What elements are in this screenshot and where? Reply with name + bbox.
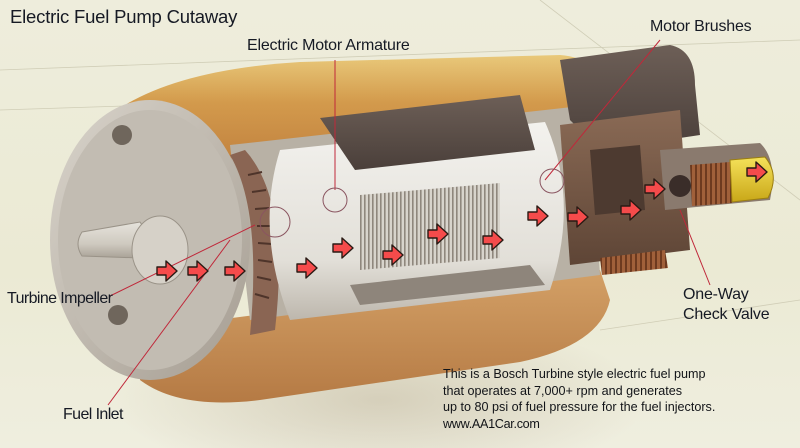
- flow-arrow-icon: [187, 260, 209, 282]
- bottom-coil: [600, 250, 668, 275]
- check-valve-ball: [669, 175, 691, 197]
- mount-hole-bottom: [108, 305, 128, 325]
- flow-arrow-icon: [644, 178, 666, 200]
- label-motor-brushes: Motor Brushes: [650, 18, 752, 35]
- stator-magnet-top: [320, 95, 535, 170]
- leader-lines: [107, 39, 711, 406]
- flow-arrow-icon: [527, 205, 549, 227]
- flow-arrow-icon: [224, 260, 246, 282]
- stator-magnet-bottom: [350, 265, 545, 305]
- caption-line-2: that operates at 7,000+ rpm and generate…: [443, 383, 683, 398]
- label-valve-line2: Check Valve: [683, 306, 770, 323]
- turbine-impeller: [230, 150, 279, 335]
- check-valve-cage: [729, 156, 774, 203]
- flow-arrow-icon: [567, 206, 589, 228]
- label-turbine-impeller: Turbine Impeller: [7, 290, 113, 307]
- flow-arrow-icon: [427, 223, 449, 245]
- label-one-way-check-valve: One-Way Check Valve: [683, 285, 770, 325]
- caption-line-3: up to 80 psi of fuel pressure for the fu…: [443, 400, 716, 414]
- mount-hole-top: [112, 125, 132, 145]
- check-valve-spring: [690, 162, 732, 206]
- flow-arrow-icon: [296, 257, 318, 279]
- armature-windings: [360, 183, 500, 270]
- caption-line-1: This is a Bosch Turbine style electric f…: [443, 367, 706, 381]
- flow-arrow-icon: [746, 161, 768, 183]
- label-electric-motor-armature: Electric Motor Armature: [247, 37, 410, 54]
- caption-url-link[interactable]: www.AA1Car.com: [443, 416, 540, 431]
- flow-arrow-icon: [620, 199, 642, 221]
- flow-arrow-icon: [332, 237, 354, 259]
- flow-arrow-icon: [382, 244, 404, 266]
- fuel-flow-arrows: [156, 161, 768, 282]
- impeller-vanes: [247, 171, 273, 299]
- flow-arrow-icon: [482, 229, 504, 251]
- diagram-title: Electric Fuel Pump Cutaway: [10, 6, 238, 27]
- label-valve-line1: One-Way: [683, 286, 749, 303]
- description-caption: This is a Bosch Turbine style electric f…: [443, 366, 715, 432]
- flow-arrow-icon: [156, 260, 178, 282]
- pump-housing-bottom: [140, 270, 610, 403]
- label-fuel-inlet: Fuel Inlet: [63, 406, 123, 423]
